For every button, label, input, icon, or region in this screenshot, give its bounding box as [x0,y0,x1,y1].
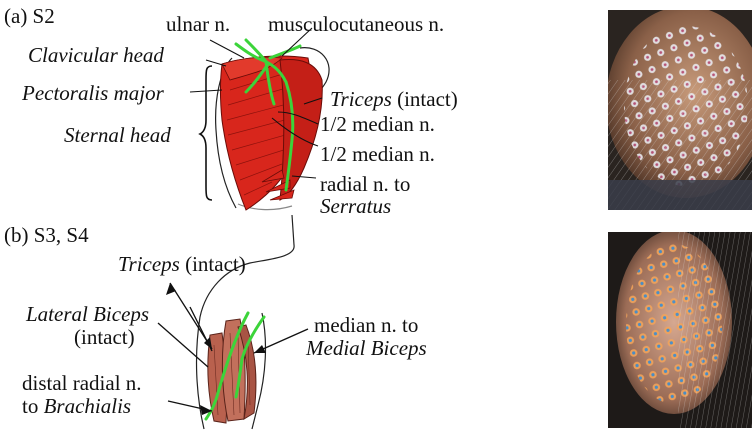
electrode-photo-s2-art [608,10,752,210]
lateral-biceps-label: Lateral Biceps [26,303,149,325]
clavicular-head-label: Clavicular head [28,44,164,66]
musculocutaneous-nerve-label: musculocutaneous n. [268,13,444,35]
triceps-name-a: Triceps [330,87,392,111]
sternal-head-label: Sternal head [64,124,171,146]
triceps-label-b: Triceps (intact) [118,253,246,275]
triceps-note-a: (intact) [397,87,458,111]
electrode-photo-s2 [608,10,752,210]
sternal-head-brace [200,66,212,200]
electrode-photo-s3-s4 [608,232,752,428]
to-word: to [22,394,38,418]
triceps-name-b: Triceps [118,252,180,276]
medial-biceps-label: Medial Biceps [306,337,427,359]
electrode-photo-s3-s4-art [608,232,752,428]
lateral-biceps-note: (intact) [74,326,135,348]
median-nerve-label-2: 1/2 median n. [320,143,435,165]
panel-b-tag: (b) S3, S4 [4,224,89,246]
median-nerve-label-1: 1/2 median n. [320,113,435,135]
panel-b: (b) S3, S4 Triceps (intact) Lateral Bice… [0,215,600,430]
triceps-note-b: (intact) [185,252,246,276]
panel-a: (a) S2 ulnar n. musculocutaneous n. Clav… [0,0,600,215]
triceps-label-a: Triceps (intact) [330,88,458,110]
to-brachialis-label: to Brachialis [22,395,131,417]
ulnar-nerve-label: ulnar n. [166,13,230,35]
distal-radial-nerve-label: distal radial n. [22,372,142,394]
pectoralis-major-label: Pectoralis major [22,82,164,104]
panel-a-tag: (a) S2 [4,5,55,27]
median-nerve-to-label: median n. to [314,314,418,336]
brachialis-name: Brachialis [44,394,132,418]
serratus-label: Serratus [320,195,391,217]
radial-nerve-label: radial n. to [320,173,410,195]
